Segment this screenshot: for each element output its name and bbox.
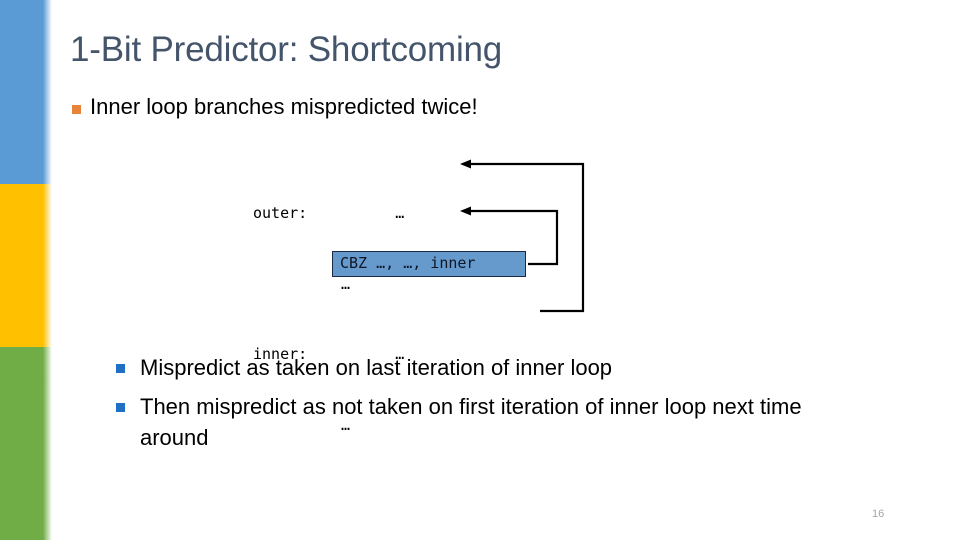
rail-band-green	[0, 347, 43, 540]
main-bullet-row: Inner loop branches mispredicted twice!	[72, 94, 478, 120]
list-item: Then mispredict as not taken on first it…	[116, 391, 876, 453]
slide-title: 1-Bit Predictor: Shortcoming	[70, 30, 503, 69]
rail-band-blue-fade	[43, 0, 52, 184]
page-number: 16	[872, 508, 885, 520]
code-label-outer: outer:	[253, 204, 308, 222]
square-bullet-icon	[72, 105, 81, 114]
outer-loop-backward-branch-arrow	[464, 162, 585, 313]
rail-band-yellow-fade	[43, 184, 52, 347]
rail-band-blue	[0, 0, 43, 184]
code-body-outer: …	[395, 204, 405, 222]
code-line-cbz-inner: CBZ …, …, inner	[340, 254, 476, 272]
rail-band-yellow	[0, 184, 43, 347]
code-body-inner: …	[395, 345, 405, 363]
code-line-blank-2: …	[341, 415, 351, 434]
main-bullet-text: Inner loop branches mispredicted twice!	[90, 94, 478, 119]
code-line-cbz-inner-placeholder	[253, 484, 476, 508]
sub-bullet-text-2: Then mispredict as not taken on first it…	[140, 394, 802, 450]
code-line-outer-label: outer: …	[253, 202, 476, 226]
square-bullet-icon	[116, 364, 125, 373]
assembly-code-block: outer:… … inner:… … … CBZ …, …, outer	[253, 155, 476, 540]
list-item: Mispredict as taken on last iteration of…	[116, 352, 876, 383]
code-label-inner: inner:	[253, 345, 308, 363]
sub-bullet-list: Mispredict as taken on last iteration of…	[116, 352, 876, 461]
rail-band-green-fade	[43, 347, 52, 540]
square-bullet-icon	[116, 403, 125, 412]
code-line-inner-label: inner: …	[253, 343, 476, 367]
sub-bullet-text-1: Mispredict as taken on last iteration of…	[140, 355, 613, 380]
code-line-blank-1: …	[341, 274, 351, 293]
